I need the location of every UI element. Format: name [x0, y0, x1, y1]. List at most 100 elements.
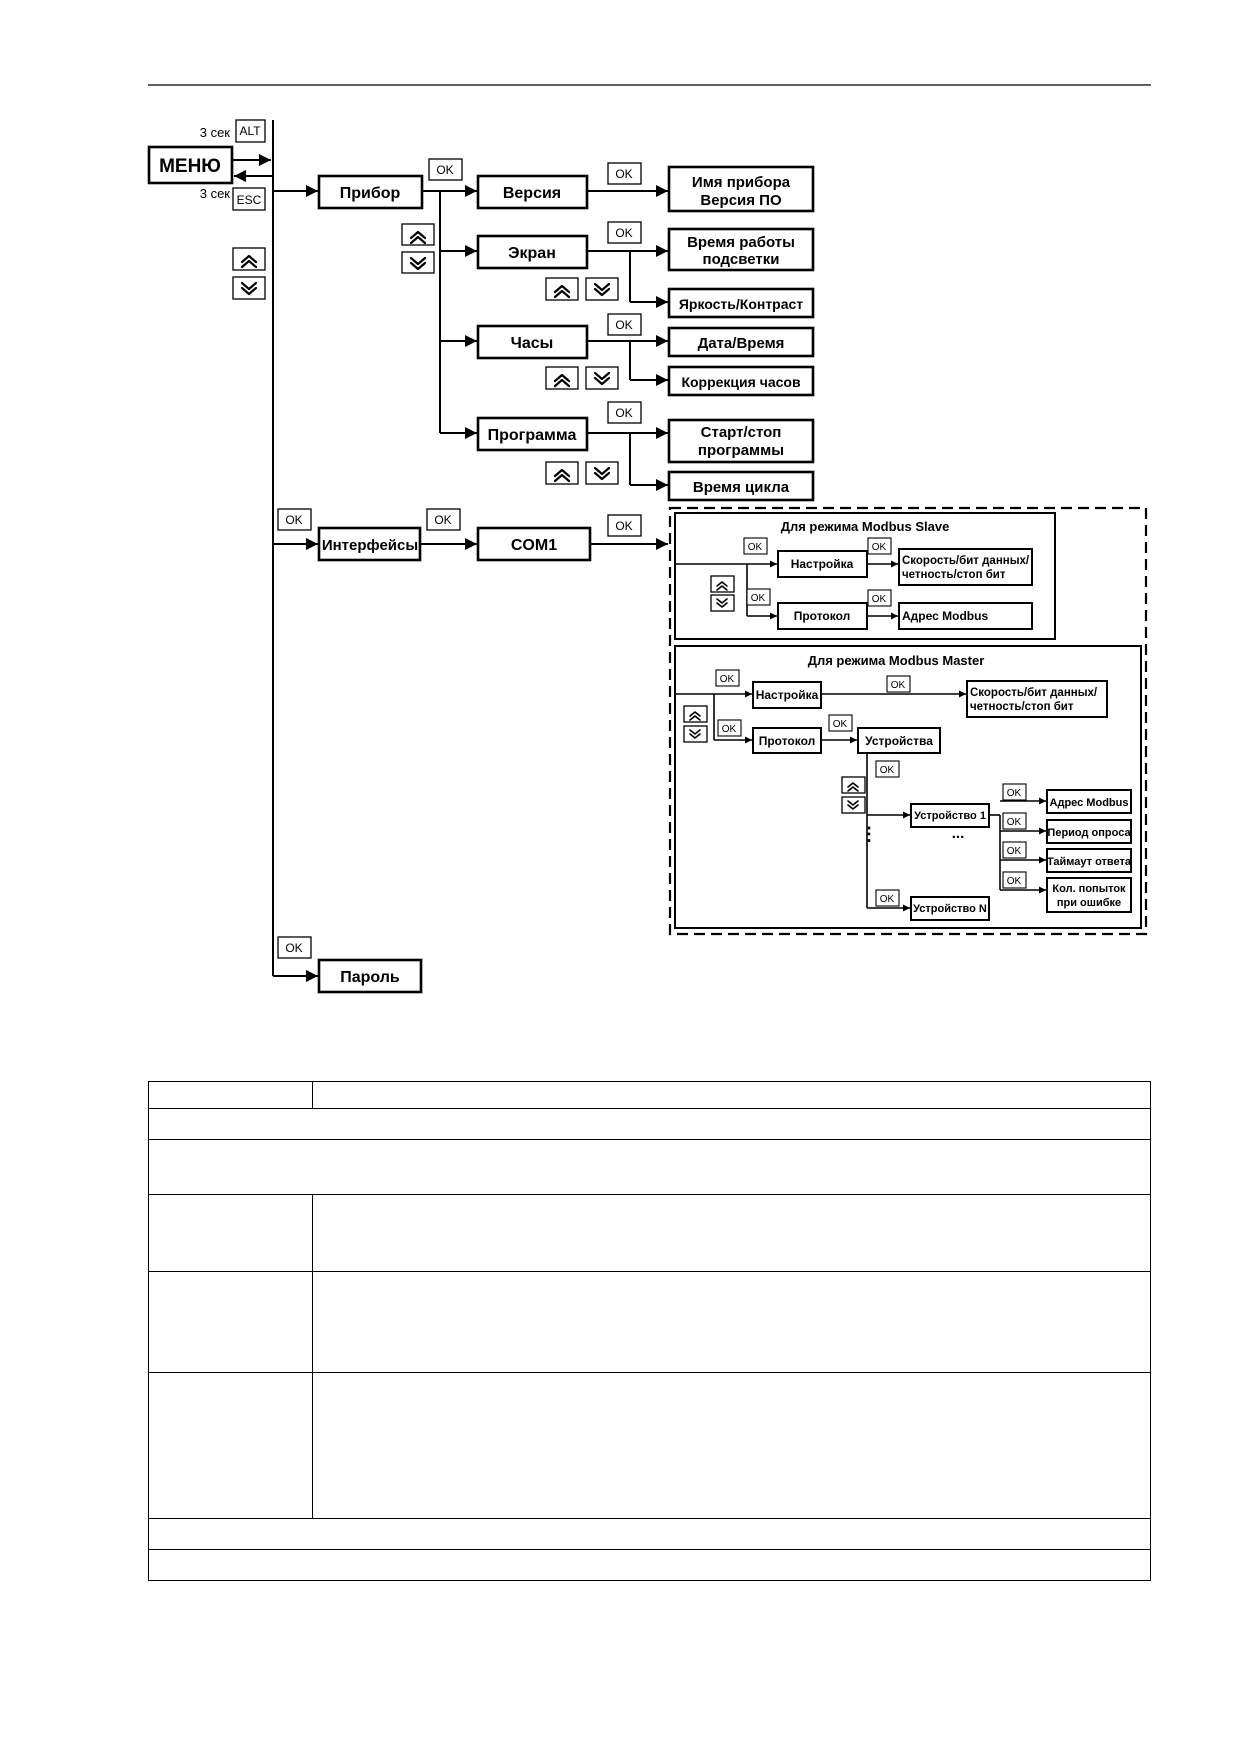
ok-key-label: OK [1007, 788, 1022, 799]
ok-key [277, 508, 312, 531]
table-cell [312, 1080, 1151, 1110]
device-n-label: Устройство N [913, 903, 987, 915]
vertical-ellipsis: ⋮ [860, 824, 878, 844]
timeout-result-box [1046, 848, 1132, 873]
startstop-result-box [667, 418, 815, 464]
slave-setup-label: Настройка [791, 557, 854, 571]
ok-key-label: OK [615, 406, 632, 420]
table-row [148, 1194, 1151, 1273]
up-key [401, 223, 435, 246]
poll-result-label: Период опроса [1047, 827, 1131, 839]
up-key [545, 277, 579, 301]
password-label: Пароль [340, 969, 400, 986]
ok-key [426, 508, 461, 531]
ok-key [886, 675, 911, 693]
up-key [232, 247, 266, 271]
clock-box [476, 324, 589, 360]
retries-result-box [1046, 877, 1132, 913]
master-setup-box [752, 681, 822, 709]
master-setup-result-line2: четность/стоп бит [970, 701, 1074, 713]
menu-root-label: МЕНЮ [159, 156, 221, 177]
ok-key-label: OK [436, 163, 453, 177]
ok-key-label: OK [1007, 817, 1022, 828]
up-key [545, 366, 579, 390]
com1-label: COM1 [511, 537, 557, 554]
up-key [710, 575, 735, 593]
table-cell [148, 1080, 313, 1110]
ok-key [607, 514, 642, 537]
ok-key-label: OK [1007, 846, 1022, 857]
table-cell [148, 1548, 1151, 1582]
table-row [148, 1080, 1151, 1110]
device-label: Прибор [340, 185, 401, 202]
ok-key [867, 537, 892, 555]
backlight-result-line1: Время работы [687, 234, 795, 251]
ok-key [607, 162, 642, 185]
slave-setup-result-line1: Скорость/бит данных/ [902, 555, 1030, 567]
device-1-label: Устройство 1 [914, 810, 986, 822]
up-key [683, 705, 708, 723]
ok-key-label: OK [872, 542, 887, 553]
ok-key [746, 588, 771, 606]
ok-key [1002, 783, 1027, 801]
clock-label: Часы [511, 335, 554, 352]
datetime-result-label: Дата/Время [698, 335, 785, 352]
double-chevron-down-icon [716, 598, 728, 608]
interfaces-label: Интерфейсы [322, 537, 418, 554]
master-devices-box [857, 727, 941, 754]
ok-key [428, 158, 463, 181]
table-cell [148, 1194, 313, 1273]
ok-key [607, 401, 642, 424]
double-chevron-up-icon [553, 468, 571, 483]
up-key [841, 776, 866, 794]
ok-key-label: OK [615, 167, 632, 181]
table-cell [312, 1194, 1151, 1273]
brightness-result-label: Яркость/Контраст [679, 296, 803, 312]
double-chevron-up-icon [240, 254, 258, 269]
table-row [148, 1108, 1151, 1141]
ok-key [1002, 871, 1027, 889]
slave-setup-box [777, 550, 868, 578]
ok-key-label: OK [891, 680, 906, 691]
table-row [148, 1517, 1151, 1550]
startstop-result-line2: программы [698, 442, 784, 459]
ok-key-label: OK [720, 674, 735, 685]
slave-setup-result-line2: четность/стоп бит [902, 569, 1006, 581]
master-protocol-box [752, 727, 822, 754]
ok-key-label: OK [722, 724, 737, 735]
ok-key-label: OK [615, 519, 632, 533]
master-title: Для режима Modbus Master [808, 653, 985, 668]
double-chevron-up-icon [847, 782, 859, 792]
table-row [148, 1548, 1151, 1582]
correction-result-label: Коррекция часов [681, 374, 801, 390]
cycle-time-result-label: Время цикла [693, 479, 790, 496]
ok-key [828, 714, 853, 732]
datetime-result-box [667, 326, 815, 358]
double-chevron-down-icon [593, 282, 611, 297]
modbus-frame [668, 506, 1148, 936]
double-chevron-down-icon [847, 800, 859, 810]
ok-key-label: OK [833, 719, 848, 730]
double-chevron-up-icon [553, 284, 571, 299]
ok-key [1002, 812, 1027, 830]
version-result-box [667, 165, 815, 213]
master-setup-result-line1: Скорость/бит данных/ [970, 687, 1098, 699]
program-box [476, 416, 589, 452]
ok-key-label: OK [285, 513, 302, 527]
ok-key [607, 313, 642, 336]
ok-key [875, 760, 900, 778]
ok-key-label: OK [880, 894, 895, 905]
brightness-result-box [667, 287, 815, 319]
table-cell [312, 1271, 1151, 1373]
slave-protocol-label: Протокол [794, 609, 851, 623]
down-key [401, 251, 435, 274]
ok-key-label: OK [751, 593, 766, 604]
version-result-line2: Версия ПО [700, 192, 782, 209]
ok-key [743, 537, 768, 555]
alt-hold-label: 3 сек [200, 125, 231, 140]
esc-hold-label: 3 сек [200, 186, 231, 201]
cycle-time-result-box [667, 470, 815, 502]
double-chevron-up-icon [689, 711, 701, 721]
ok-key [867, 589, 892, 607]
double-chevron-down-icon [593, 466, 611, 481]
